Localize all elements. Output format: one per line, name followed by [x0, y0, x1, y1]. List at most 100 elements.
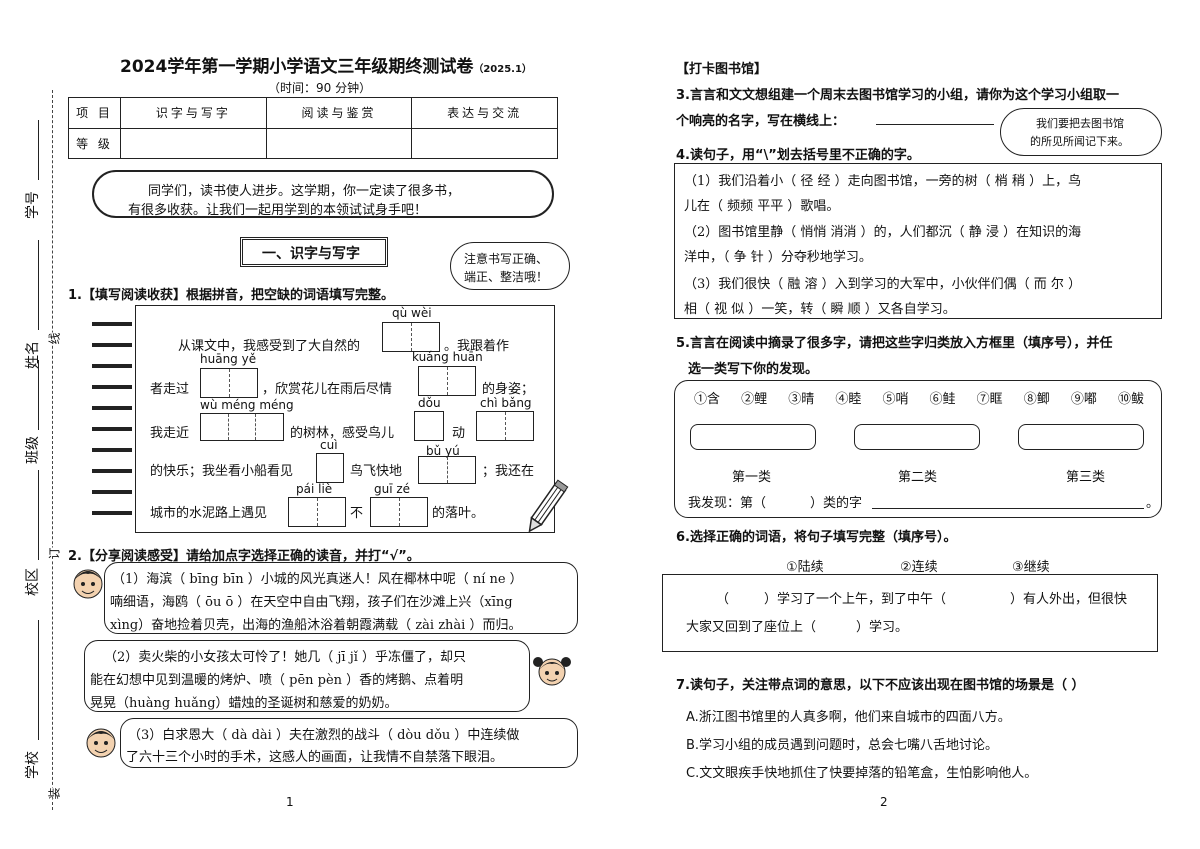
- cell-shizi: 识字与写字: [120, 97, 267, 129]
- q6-scroll: [662, 574, 1158, 652]
- q6-line-1b: ）学习了一个上午，到了中午（: [764, 592, 947, 607]
- char-8: ⑧鲫: [1023, 392, 1050, 407]
- cloud-line-1: 我们要把去图书馆: [1036, 117, 1124, 130]
- char-10: ⑩鲅: [1117, 392, 1144, 407]
- cloud-line-2: 的所见所闻记下来。: [1030, 135, 1129, 148]
- q7-option-a[interactable]: A.浙江图书馆里的人真多啊，他们来自城市的四面八方。: [686, 710, 1011, 725]
- q5-line-1: 5.言言在阅读中摘录了很多字，请把这些字归类放入方框里（填序号），并任: [676, 336, 1113, 351]
- label-xian: 线: [45, 332, 63, 345]
- py-huangye: huāng yě: [200, 352, 257, 366]
- discover-answer-line[interactable]: [872, 508, 1144, 509]
- binding-line: [52, 90, 53, 810]
- label-xingming: 姓名: [25, 341, 41, 369]
- grade-cell-2[interactable]: [265, 127, 413, 159]
- q2-p3-line2: 了六十三个小时的手术，这感人的画面，让我情不自禁落下眼泪。: [126, 750, 504, 765]
- q4-frame: [674, 163, 1162, 319]
- q2-passage-3: [120, 718, 578, 768]
- q1-text-3a: 我走近: [150, 426, 190, 441]
- category-box-3[interactable]: [1018, 424, 1144, 450]
- py-cui: cuì: [320, 438, 338, 452]
- blank-dou[interactable]: [414, 411, 444, 441]
- title-text: 2024学年第一学期小学语文三年级期终测试卷: [120, 57, 474, 77]
- q4-line-2: 儿在（ 频频 平平 ）歌唱。: [684, 199, 840, 214]
- q6-option-3: ③继续: [1012, 560, 1050, 575]
- blank-kuanghuan[interactable]: [418, 366, 476, 396]
- q6-option-1: ①陆续: [786, 560, 824, 575]
- blank-guize[interactable]: [370, 497, 428, 527]
- q1-text-4a: 的快乐；我坐看小船看见: [150, 464, 294, 479]
- py-guize: guī zé: [374, 482, 411, 496]
- blank-xingming[interactable]: [38, 240, 39, 330]
- cell-yuedu: 阅读与鉴赏: [265, 97, 413, 129]
- q7-option-c[interactable]: C.文文眼疾手快地抓住了快要掉落的铅笔盒，生怕影响他人。: [686, 766, 1038, 781]
- q2-p2-line3: 晃晃（huàng huǎng）蜡烛的圣诞树和慈爱的奶奶。: [90, 696, 398, 711]
- blank-cui[interactable]: [316, 453, 344, 483]
- q4-line-6: 相（ 视 似 ）一笑，转（ 瞬 顺 ）又各自学习。: [684, 302, 956, 317]
- blank-wumengmeng[interactable]: [200, 413, 284, 441]
- label-zhuang: 装: [45, 787, 63, 800]
- blank-xuexiao[interactable]: [38, 620, 39, 740]
- category-box-2[interactable]: [854, 424, 980, 450]
- right-section-title: 【打卡图书馆】: [676, 62, 768, 77]
- category-label-3: 第三类: [1066, 470, 1106, 485]
- blank-huangye[interactable]: [200, 368, 258, 398]
- label-xuexiao: 学校: [25, 751, 41, 779]
- blank-banji[interactable]: [38, 360, 39, 430]
- q3-answer-line[interactable]: [876, 124, 994, 125]
- q1-text-3b: 的树林，感受鸟儿: [290, 426, 395, 441]
- char-6: ⑥鲑: [929, 392, 956, 407]
- q2-p2-line1: （2）卖火柴的小女孩太可怜了！她几（ jī jǐ ）乎冻僵了，却只: [104, 650, 467, 665]
- intro-line-1: 同学们，读书使人进步。这学期，你一定读了很多书，: [148, 184, 461, 199]
- grade-cell-3[interactable]: [411, 127, 558, 159]
- q3-line-1: 3.言言和文文想组建一个周末去图书馆学习的小组，请你为这个学习小组取一: [676, 88, 1119, 103]
- page-number-1: 1: [286, 795, 294, 809]
- blank-quwei[interactable]: [382, 322, 440, 352]
- q7-option-b[interactable]: B.学习小组的成员遇到问题时，总会七嘴八舌地讨论。: [686, 738, 999, 753]
- blank-pailie[interactable]: [288, 497, 346, 527]
- q1-label: 1.【填写阅读收获】根据拼音，把空缺的词语填写完整。: [68, 288, 394, 303]
- q6-label: 6.选择正确的词语，将句子填写完整（填序号）。: [676, 530, 957, 545]
- q4-line-5: （3）我们很快（ 融 溶 ）入到学习的大军中，小伙伴们偶（ 而 尔 ）: [684, 277, 1082, 292]
- q1-text-3c: 动: [452, 426, 466, 441]
- q1-text-2b: ，欣赏花儿在雨后尽情: [262, 382, 393, 397]
- char-2: ②鲤: [741, 392, 768, 407]
- grade-cell-1[interactable]: [120, 127, 267, 159]
- q1-text-1: 从课文中，我感受到了大自然的: [178, 339, 361, 354]
- cell-biaoda: 表达与交流: [411, 97, 558, 129]
- py-buyu: bǔ yú: [426, 444, 460, 458]
- py-quwei: qù wèi: [392, 306, 432, 320]
- char-4: ④睦: [835, 392, 862, 407]
- q4-label: 4.读句子，用“\”划去括号里不正确的字。: [676, 148, 920, 163]
- py-chibang: chì bǎng: [480, 396, 532, 410]
- q2-p1-line1: （1）海滨（ bīng bīn ）小城的风光真迷人！风在椰林中呢（ ní ne …: [112, 572, 523, 587]
- category-box-1[interactable]: [690, 424, 816, 450]
- page-number-2: 2: [880, 795, 888, 809]
- blank-chibang[interactable]: [476, 411, 534, 441]
- label-xiaoqu: 校区: [25, 568, 41, 596]
- char-9: ⑨嘟: [1070, 392, 1097, 407]
- q2-passage-2: [84, 640, 530, 712]
- q1-text-4b: 鸟飞快地: [350, 464, 403, 479]
- notebook-rings: [92, 322, 132, 522]
- q6-line-1a: （: [716, 592, 730, 607]
- char-3: ③晴: [788, 392, 815, 407]
- q4-line-1: （1）我们沿着小（ 径 经 ）走向图书馆，一旁的树（ 梢 稍 ）上，鸟: [684, 174, 1082, 189]
- note-line-2: 端正、整洁哦！: [464, 270, 549, 284]
- blank-buyu[interactable]: [418, 456, 476, 484]
- q2-p1-line3: xìng）奋地捡着贝壳，出海的渔船沐浴着朝霞满载（ zài zhài ）而归。: [110, 618, 522, 633]
- blank-xuehao[interactable]: [38, 120, 39, 180]
- q2-passage-1: [104, 562, 578, 634]
- intro-line-2: 有很多收获。让我们一起用学到的本领试试身手吧！: [128, 203, 428, 218]
- discover-prefix: 我发现：第（: [688, 496, 767, 511]
- label-banji: 班级: [25, 436, 41, 464]
- note-cloud: [450, 242, 570, 290]
- char-7: ⑦眶: [976, 392, 1003, 407]
- q5-line-2: 选一类写下你的发现。: [688, 362, 819, 377]
- q4-line-3: （2）图书馆里静（ 悄悄 消消 ）的，人们都沉（ 静 浸 ）在知识的海: [684, 225, 1082, 240]
- label-xuehao: 学号: [25, 191, 41, 219]
- q7-label: 7.读句子，关注带点词的意思，以下不应该出现在图书馆的场景是（ ）: [676, 678, 1085, 693]
- section1-title: 一、识字与写字: [262, 246, 360, 262]
- boy-face-icon: [73, 569, 103, 599]
- q1-text-5b: 不: [350, 506, 364, 521]
- blank-xiaoqu[interactable]: [38, 470, 39, 560]
